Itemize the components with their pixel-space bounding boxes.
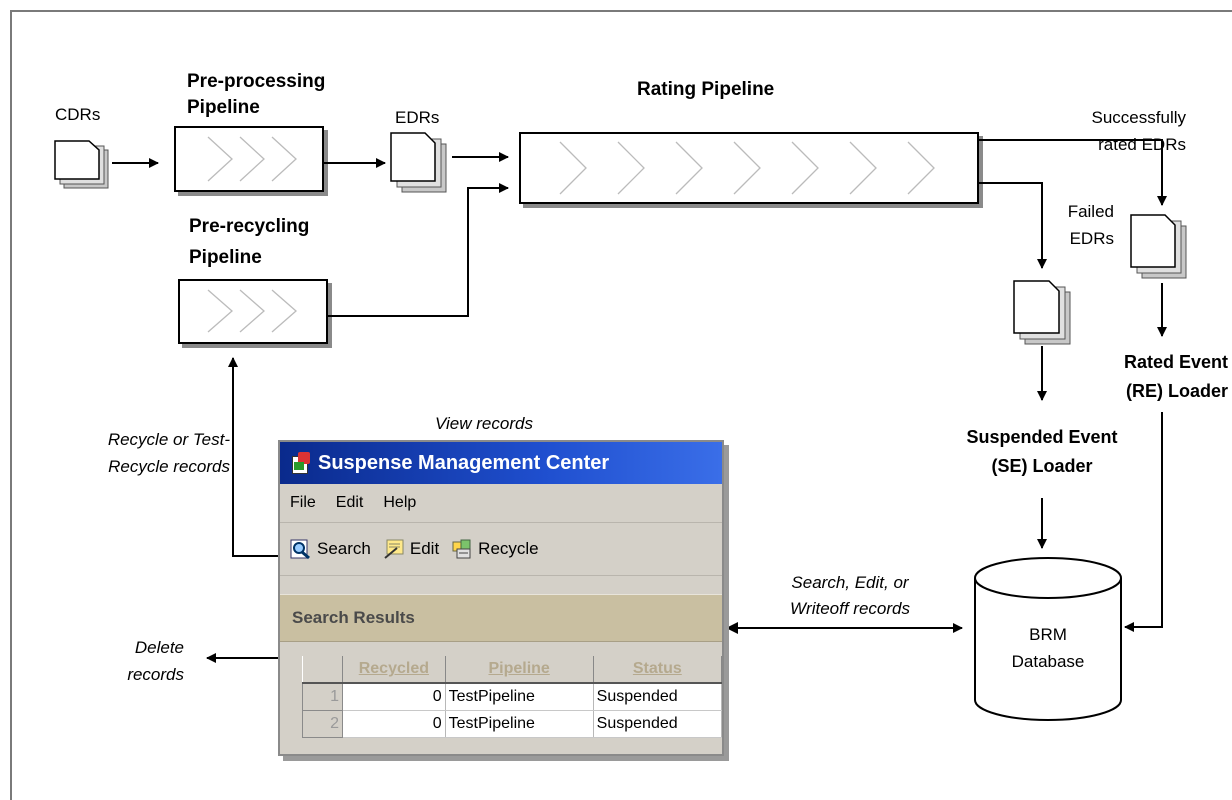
cdrs-label: CDRs xyxy=(55,105,101,124)
successfully-label-line2: rated EDRs xyxy=(1098,135,1186,154)
recycle-label-line2: Recycle records xyxy=(108,457,230,476)
recycle-label-line1: Recycle or Test- xyxy=(107,430,230,449)
edit-icon xyxy=(383,538,405,560)
arrow-prerecycling-to-rating xyxy=(327,183,509,317)
search-button[interactable]: Search xyxy=(290,538,371,560)
rating-pipeline-box xyxy=(519,132,983,208)
window-titlebar[interactable]: Suspense Management Center xyxy=(280,442,722,484)
arrow-rating-to-failed-edrs xyxy=(978,182,1047,269)
preprocessing-label-line2: Pipeline xyxy=(187,97,260,118)
cell-pipeline: TestPipeline xyxy=(445,710,594,738)
recycle-button[interactable]: Recycle xyxy=(451,538,539,560)
cell-status: Suspended xyxy=(593,683,722,711)
column-header-status[interactable]: Status xyxy=(593,656,722,684)
prerecycling-label-line1: Pre-recycling xyxy=(189,216,310,237)
cell-recycled: 0 xyxy=(342,710,446,738)
row-number[interactable]: 1 xyxy=(301,682,344,711)
prerecycling-label-line2: Pipeline xyxy=(189,247,262,268)
rating-pipeline-label: Rating Pipeline xyxy=(637,79,775,100)
table-row[interactable]: 2 0 TestPipeline Suspended xyxy=(301,710,722,738)
menu-help[interactable]: Help xyxy=(383,494,417,511)
edit-button[interactable]: Edit xyxy=(383,538,439,560)
cell-pipeline: TestPipeline xyxy=(445,683,594,711)
se-loader-label-line2: (SE) Loader xyxy=(991,456,1093,476)
rated-edrs-document-icon xyxy=(1130,214,1187,279)
column-header-pipeline[interactable]: Pipeline xyxy=(445,656,594,684)
search-icon xyxy=(290,538,312,560)
column-header-recycled[interactable]: Recycled xyxy=(342,656,446,684)
re-loader-label-line2: (RE) Loader xyxy=(1125,381,1228,401)
arrow-head-left xyxy=(726,622,738,634)
cell-recycled: 0 xyxy=(342,683,446,711)
search-edit-label-line1: Search, Edit, or xyxy=(791,573,909,592)
prerecycling-pipeline-box xyxy=(178,279,332,348)
cell-status: Suspended xyxy=(593,710,722,738)
edit-button-label: Edit xyxy=(409,539,440,558)
preprocessing-pipeline-box xyxy=(174,126,328,196)
window-title: Suspense Management Center xyxy=(318,451,610,474)
failed-edrs-document-icon xyxy=(1013,280,1071,345)
database-label-line2: Database xyxy=(1011,652,1085,671)
arrow-window-to-prerecycling xyxy=(228,357,278,557)
search-results-header: Search Results xyxy=(280,594,722,642)
search-button-label: Search xyxy=(317,539,371,558)
menu-edit[interactable]: Edit xyxy=(335,494,364,511)
delete-label-line1: Delete xyxy=(134,638,184,657)
view-records-label: View records xyxy=(435,414,533,433)
preprocessing-label-line1: Pre-processing xyxy=(187,71,326,92)
menu-bar: File Edit Help xyxy=(280,484,722,523)
failed-label-line1: Failed xyxy=(1067,202,1114,221)
database-label-line1: BRM xyxy=(1029,625,1067,644)
table-row[interactable]: 1 0 TestPipeline Suspended xyxy=(301,682,722,711)
row-number[interactable]: 2 xyxy=(301,710,344,738)
brm-database-icon xyxy=(974,557,1122,721)
edrs-label: EDRs xyxy=(395,108,440,127)
cdrs-document-icon xyxy=(54,140,109,189)
se-loader-label-line1: Suspended Event xyxy=(966,427,1118,447)
recycle-button-label: Recycle xyxy=(478,539,539,558)
re-loader-label-line1: Rated Event xyxy=(1123,352,1228,372)
results-table[interactable]: Recycled Pipeline Status 1 0 TestPipelin… xyxy=(301,656,722,738)
arrow-rating-to-rated-edrs xyxy=(978,139,1167,206)
table-corner xyxy=(302,656,344,684)
menu-file[interactable]: File xyxy=(290,494,316,511)
search-edit-label-line2: Writeoff records xyxy=(790,599,910,618)
diagram-frame xyxy=(10,10,1232,800)
arrow-re-loader-to-database xyxy=(1124,412,1163,632)
edrs-document-icon xyxy=(390,132,447,193)
recycle-icon xyxy=(451,538,473,560)
app-icon xyxy=(290,452,312,474)
toolbar: Search Edit Recycle xyxy=(280,523,722,576)
delete-label-line2: records xyxy=(127,665,184,684)
suspense-management-window[interactable]: Suspense Management Center File Edit Hel… xyxy=(278,440,724,756)
failed-label-line2: EDRs xyxy=(1069,229,1114,248)
successfully-label-line1: Successfully xyxy=(1091,108,1186,127)
